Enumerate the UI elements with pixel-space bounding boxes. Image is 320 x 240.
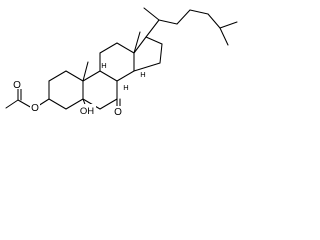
methyl-c10 [82,61,89,82]
methyl-bond [5,99,19,109]
ring-a [48,70,84,110]
ester-bond-1 [17,99,33,109]
ring-c [99,42,135,82]
ester-oxygen-label: O [31,103,39,114]
ketone-oxygen-label: O [114,107,122,118]
methyl-c13 [133,31,141,54]
ring-d [133,36,163,72]
ring-b [82,70,118,110]
stereo-h-c8: H [123,83,128,92]
stereo-h-c9: H [101,61,106,70]
hydroxyl-label: OH [80,106,94,117]
acetyl-oxygen-label: O [13,80,21,91]
structure-diagram: O O OH O H H H [5,7,238,118]
stereo-h-c14: H [140,70,145,79]
side-chain [143,7,238,46]
structure-canvas: O O OH O H H H [0,0,242,119]
